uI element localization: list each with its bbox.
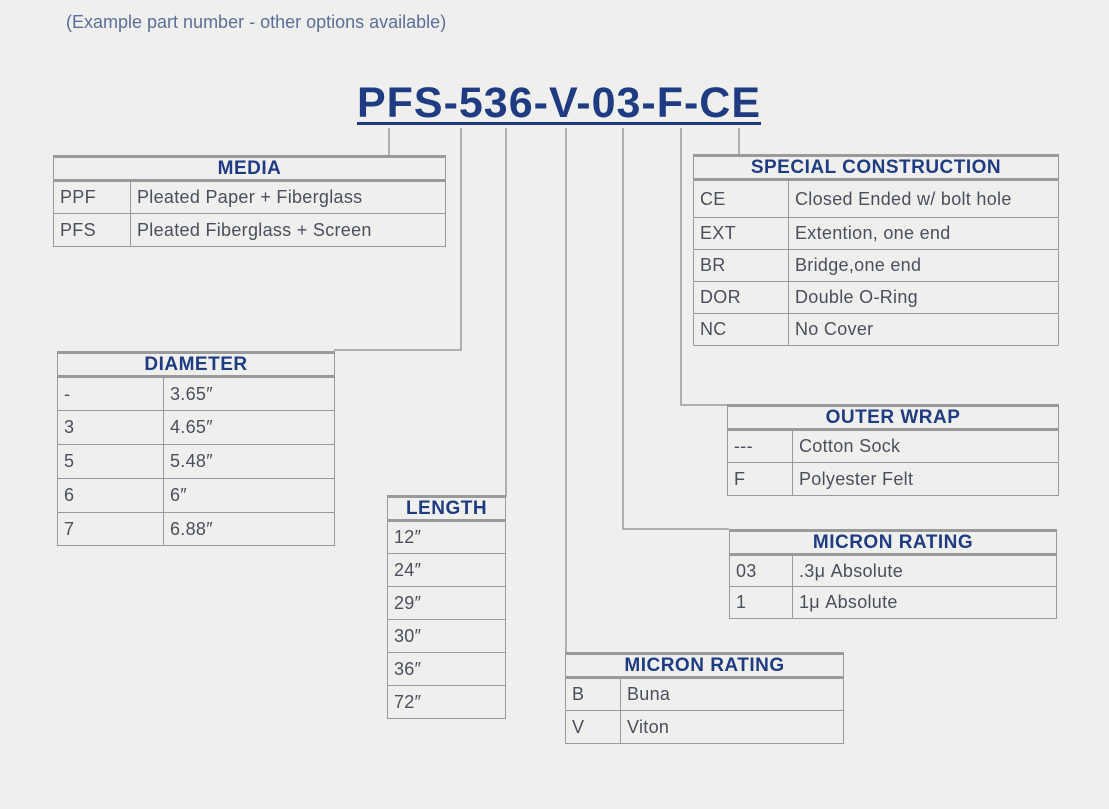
table-row: PFS Pleated Fiberglass + Screen: [53, 213, 446, 247]
option-value: 12″: [387, 520, 506, 554]
table-row: NC No Cover: [693, 313, 1059, 346]
option-value: 30″: [387, 619, 506, 653]
media-table: MEDIA PPF Pleated Paper + Fiberglass PFS…: [53, 155, 446, 247]
option-code: CE: [693, 179, 789, 218]
micron-rating-table-title: MICRON RATING: [729, 529, 1057, 556]
option-code: EXT: [693, 217, 789, 250]
option-description: Double O-Ring: [788, 281, 1059, 314]
table-row: 03 .3μ Absolute: [729, 554, 1057, 587]
table-row: 24″: [387, 553, 506, 587]
table-row: 1 1μ Absolute: [729, 586, 1057, 619]
example-note: (Example part number - other options ava…: [66, 12, 447, 32]
option-description: Cotton Sock: [792, 429, 1059, 463]
special-construction-table: SPECIAL CONSTRUCTION CE Closed Ended w/ …: [693, 154, 1059, 346]
option-code: 7: [57, 512, 164, 546]
option-code: 3: [57, 410, 164, 445]
option-value: 72″: [387, 685, 506, 719]
option-code: BR: [693, 249, 789, 282]
table-row: 12″: [387, 520, 506, 554]
table-row: DOR Double O-Ring: [693, 281, 1059, 314]
special-construction-table-title: SPECIAL CONSTRUCTION: [693, 154, 1059, 181]
option-description: 3.65″: [163, 376, 335, 411]
option-code: F: [727, 462, 793, 496]
length-table: LENGTH 12″ 24″ 29″ 30″ 36″ 72″: [387, 495, 506, 719]
option-value: 24″: [387, 553, 506, 587]
option-description: 1μ Absolute: [792, 586, 1057, 619]
option-value: 36″: [387, 652, 506, 686]
option-description: Extention, one end: [788, 217, 1059, 250]
option-code: ---: [727, 429, 793, 463]
micron-rating-table: MICRON RATING 03 .3μ Absolute 1 1μ Absol…: [729, 529, 1057, 619]
table-row: 6 6″: [57, 478, 335, 513]
table-row: - 3.65″: [57, 376, 335, 411]
option-code: NC: [693, 313, 789, 346]
option-description: 5.48″: [163, 444, 335, 479]
option-description: Bridge,one end: [788, 249, 1059, 282]
option-description: Buna: [620, 677, 844, 711]
table-row: 36″: [387, 652, 506, 686]
table-row: PPF Pleated Paper + Fiberglass: [53, 180, 446, 214]
diameter-table-title: DIAMETER: [57, 351, 335, 378]
table-row: 29″: [387, 586, 506, 620]
option-code: -: [57, 376, 164, 411]
option-description: Pleated Fiberglass + Screen: [130, 213, 446, 247]
table-row: --- Cotton Sock: [727, 429, 1059, 463]
option-description: Polyester Felt: [792, 462, 1059, 496]
outer-wrap-table-title: OUTER WRAP: [727, 404, 1059, 431]
option-description: 6″: [163, 478, 335, 513]
option-description: 4.65″: [163, 410, 335, 445]
option-code: DOR: [693, 281, 789, 314]
option-code: 5: [57, 444, 164, 479]
outer-wrap-table: OUTER WRAP --- Cotton Sock F Polyester F…: [727, 404, 1059, 496]
table-row: F Polyester Felt: [727, 462, 1059, 496]
option-value: 29″: [387, 586, 506, 620]
option-description: 6.88″: [163, 512, 335, 546]
option-code: B: [565, 677, 621, 711]
option-code: V: [565, 710, 621, 744]
option-description: No Cover: [788, 313, 1059, 346]
part-number: PFS-536-V-03-F-CE: [356, 79, 762, 127]
option-code: 03: [729, 554, 793, 587]
table-row: 30″: [387, 619, 506, 653]
table-row: EXT Extention, one end: [693, 217, 1059, 250]
table-row: 7 6.88″: [57, 512, 335, 546]
table-row: 72″: [387, 685, 506, 719]
table-row: 3 4.65″: [57, 410, 335, 445]
option-description: .3μ Absolute: [792, 554, 1057, 587]
table-row: 5 5.48″: [57, 444, 335, 479]
option-code: 6: [57, 478, 164, 513]
seal-table-title: MICRON RATING: [565, 652, 844, 679]
table-row: B Buna: [565, 677, 844, 711]
option-description: Pleated Paper + Fiberglass: [130, 180, 446, 214]
option-code: PFS: [53, 213, 131, 247]
table-row: CE Closed Ended w/ bolt hole: [693, 179, 1059, 218]
option-description: Viton: [620, 710, 844, 744]
length-table-title: LENGTH: [387, 495, 506, 522]
table-row: BR Bridge,one end: [693, 249, 1059, 282]
media-table-title: MEDIA: [53, 155, 446, 182]
option-code: PPF: [53, 180, 131, 214]
option-code: 1: [729, 586, 793, 619]
table-row: V Viton: [565, 710, 844, 744]
diameter-table: DIAMETER - 3.65″ 3 4.65″ 5 5.48″ 6 6″ 7 …: [57, 351, 335, 546]
option-description: Closed Ended w/ bolt hole: [788, 179, 1059, 218]
seal-table: MICRON RATING B Buna V Viton: [565, 652, 844, 744]
